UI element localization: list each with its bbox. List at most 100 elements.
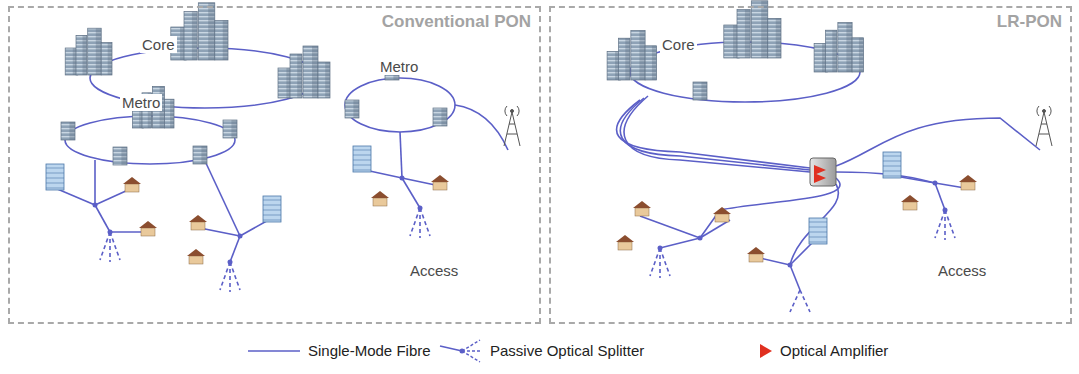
single-mode-fibre <box>935 183 945 210</box>
passive-optical-splitter <box>698 236 703 241</box>
tower-building <box>751 1 768 58</box>
tower-building <box>345 100 359 118</box>
passive-optical-splitter <box>788 263 793 268</box>
tower-building <box>693 82 707 100</box>
antenna-tower <box>504 106 520 146</box>
house <box>139 221 157 236</box>
single-mode-fibre <box>402 178 420 208</box>
passive-optical-splitter <box>418 206 423 211</box>
passive-optical-splitter <box>943 208 948 213</box>
house <box>431 175 449 190</box>
single-mode-fibre <box>624 96 810 172</box>
single-mode-fibre <box>100 232 110 260</box>
single-mode-fibre <box>410 208 420 236</box>
single-mode-fibre <box>55 188 95 205</box>
tower-building <box>223 120 237 138</box>
legend-line-sample <box>248 350 300 352</box>
single-mode-fibre <box>620 98 810 170</box>
region-label: Core <box>140 36 177 53</box>
single-mode-fibre <box>95 190 128 205</box>
tower-building <box>61 122 75 140</box>
single-mode-fibre <box>230 236 240 262</box>
house <box>959 175 977 190</box>
single-mode-fibre <box>617 100 810 168</box>
single-mode-fibre <box>455 105 508 150</box>
panel-title: LR-PON <box>997 12 1062 32</box>
antenna-tower <box>1036 106 1052 146</box>
single-mode-fibre <box>95 205 110 232</box>
single-mode-fibre <box>230 262 240 290</box>
tower-building <box>88 28 102 75</box>
legend-text: Passive Optical Splitter <box>490 342 644 359</box>
single-mode-fibre <box>110 231 145 233</box>
tower-building <box>113 147 127 165</box>
office-building <box>353 146 371 172</box>
tower-building <box>101 43 112 75</box>
single-mode-fibre <box>640 216 700 238</box>
tower-building <box>768 18 781 58</box>
house <box>747 247 765 262</box>
tower-building <box>826 30 837 72</box>
single-mode-fibre <box>760 258 790 265</box>
single-mode-fibre <box>659 248 661 278</box>
tower-building <box>76 35 87 75</box>
passive-optical-splitter <box>658 246 663 251</box>
single-mode-fibre <box>229 262 231 292</box>
single-mode-fibre <box>790 265 800 290</box>
office-building <box>263 196 281 222</box>
tower-building <box>290 54 302 98</box>
tower-building <box>737 10 750 58</box>
single-mode-fibre <box>660 238 700 248</box>
fibre-lines <box>55 42 1040 312</box>
optical-amplifier <box>810 158 836 186</box>
network-panel: Conventional PON <box>8 6 541 324</box>
single-mode-fibre <box>220 262 230 290</box>
single-mode-fibre <box>200 228 240 236</box>
tower-building <box>619 38 630 80</box>
house <box>633 201 651 216</box>
legend-text: Single-Mode Fibre <box>308 342 431 359</box>
passive-optical-splitter <box>933 181 938 186</box>
passive-optical-splitter <box>93 203 98 208</box>
house <box>189 215 207 230</box>
single-mode-fibre <box>205 161 240 236</box>
legend-splitter-sample <box>440 340 482 362</box>
fibre-ring <box>345 78 455 132</box>
passive-optical-splitter <box>238 234 243 239</box>
region-label: Metro <box>120 94 162 111</box>
passive-optical-splitter <box>228 260 233 265</box>
tower-building <box>838 23 852 72</box>
tower-building <box>215 20 228 60</box>
office-building <box>883 152 901 178</box>
single-mode-fibre <box>790 290 800 312</box>
legend-text: Optical Amplifier <box>780 342 888 359</box>
house <box>123 177 141 192</box>
tower-building <box>164 99 174 128</box>
tower-building <box>852 38 863 72</box>
house <box>371 191 389 206</box>
house <box>901 195 919 210</box>
single-mode-fibre <box>800 290 810 312</box>
office-building <box>809 218 827 244</box>
single-mode-fibre <box>700 220 730 238</box>
single-mode-fibre <box>790 184 838 265</box>
single-mode-fibre <box>400 132 402 178</box>
region-label: Core <box>660 36 697 53</box>
single-mode-fibre <box>660 248 670 276</box>
single-mode-fibre <box>110 232 120 260</box>
single-mode-fibre <box>944 210 946 240</box>
office-building <box>46 164 64 190</box>
panel-title: Conventional PON <box>382 12 531 32</box>
single-mode-fibre <box>94 160 96 205</box>
legend-samples <box>248 340 772 362</box>
house <box>187 249 205 264</box>
single-mode-fibre <box>836 118 1040 166</box>
passive-optical-splitter <box>400 176 405 181</box>
tower-building <box>193 146 207 164</box>
single-mode-fibre <box>420 208 430 236</box>
region-label: Access <box>408 262 460 279</box>
tower-building <box>631 31 645 80</box>
single-mode-fibre <box>419 208 421 238</box>
tower-building <box>433 108 447 126</box>
